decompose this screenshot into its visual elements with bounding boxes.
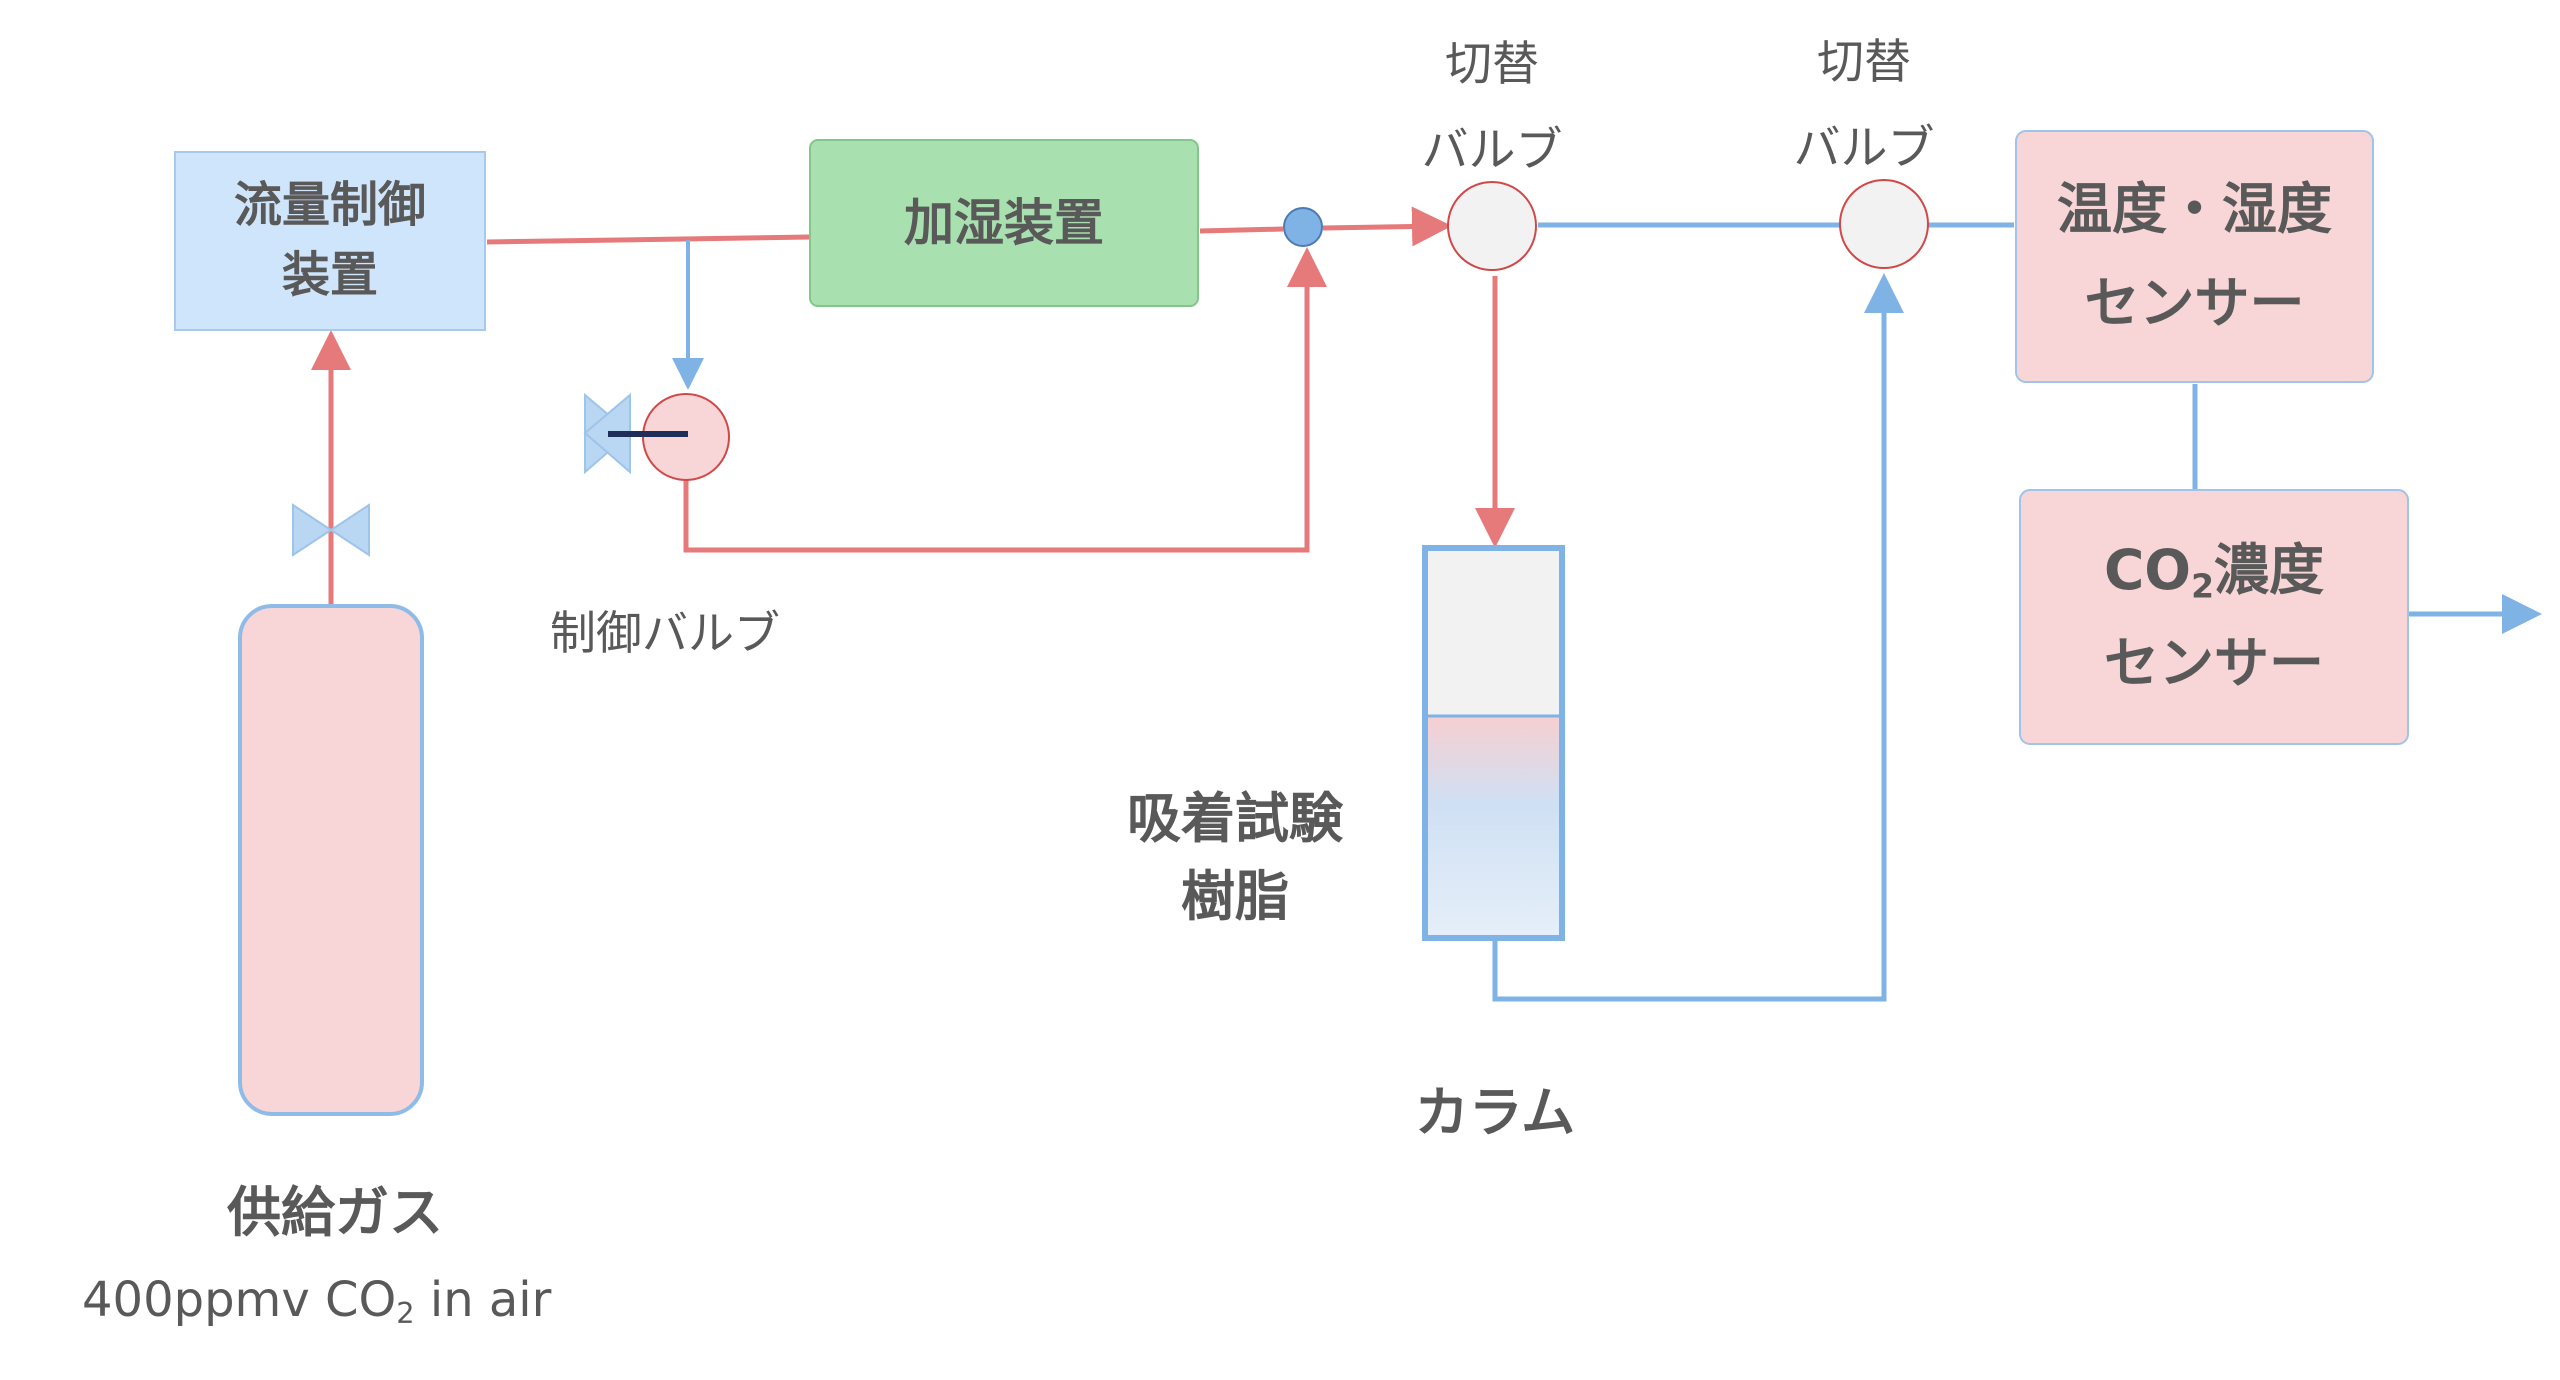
flow-controller-label: 流量制御 装置 — [175, 152, 485, 330]
humidifier-label: 加湿装置 — [810, 140, 1198, 306]
pipe-column-to-switch-valve-2 — [1492, 273, 1904, 1002]
co2-subscript: 2 — [2191, 565, 2215, 605]
junction-node — [1283, 207, 1323, 247]
supply-gas-spec-prefix: 400ppmv CO — [82, 1272, 397, 1328]
switch-valve-1-icon — [1447, 181, 1537, 271]
co2-sensor-line1: CO2濃度 — [2104, 524, 2324, 618]
co2-sensor-label: CO2濃度 センサー — [2020, 490, 2408, 744]
resin-line1: 吸着試験 — [1127, 787, 1343, 850]
switch-valve-2-line1: 切替 — [1817, 35, 1911, 90]
cylinder-valve-icon — [292, 503, 370, 557]
supply-gas-spec-subscript: 2 — [396, 1296, 415, 1331]
resin-line2: 樹脂 — [1181, 865, 1289, 928]
pipe-junction-to-switch-valve-1 — [1322, 206, 1452, 247]
co2-suffix: 濃度 — [2214, 537, 2325, 602]
humidifier-text: 加湿装置 — [904, 193, 1104, 252]
switch-valve-1-line2: バルブ — [1421, 123, 1563, 178]
resin-label: 吸着試験 樹脂 — [1090, 780, 1380, 936]
temp-humidity-sensor-box — [2015, 130, 2374, 383]
switch-valve-2-icon — [1839, 179, 1929, 269]
temp-humidity-sensor-label: 温度・湿度 センサー — [2016, 131, 2373, 382]
pipe-humidifier-to-junction — [1199, 226, 1284, 234]
humidifier-box — [809, 139, 1199, 307]
switch-valve-1-line1: 切替 — [1445, 37, 1539, 92]
pipe-bypass-loop — [683, 247, 1327, 553]
pipe-flow-controller-to-humidifier — [486, 234, 811, 245]
supply-gas-label: 供給ガス — [227, 1181, 443, 1244]
temp-humidity-line1: 温度・湿度 — [2056, 177, 2332, 241]
flow-controller-line2: 装置 — [281, 247, 378, 303]
temp-humidity-line2: センサー — [2084, 270, 2305, 335]
flow-controller-box — [174, 151, 486, 331]
switch-valve-2-label: 切替 バルブ — [1744, 20, 1984, 192]
flow-controller-line1: 流量制御 — [233, 177, 426, 234]
gas-cylinder — [238, 604, 424, 1116]
co2-sensor-box — [2019, 489, 2409, 745]
column-label: カラム — [1414, 1081, 1576, 1144]
column-icon — [1422, 545, 1565, 941]
switch-valve-1-label: 切替 バルブ — [1372, 22, 1612, 194]
supply-gas-spec: 400ppmv CO2 in air — [82, 1272, 551, 1330]
co2-prefix: CO — [2103, 537, 2192, 602]
control-valve-label: 制御バルブ — [550, 606, 780, 660]
supply-gas-spec-suffix: in air — [414, 1272, 552, 1328]
co2-sensor-line2: センサー — [2103, 631, 2324, 695]
switch-valve-2-line2: バルブ — [1793, 121, 1935, 176]
control-valve-icon — [583, 392, 730, 481]
